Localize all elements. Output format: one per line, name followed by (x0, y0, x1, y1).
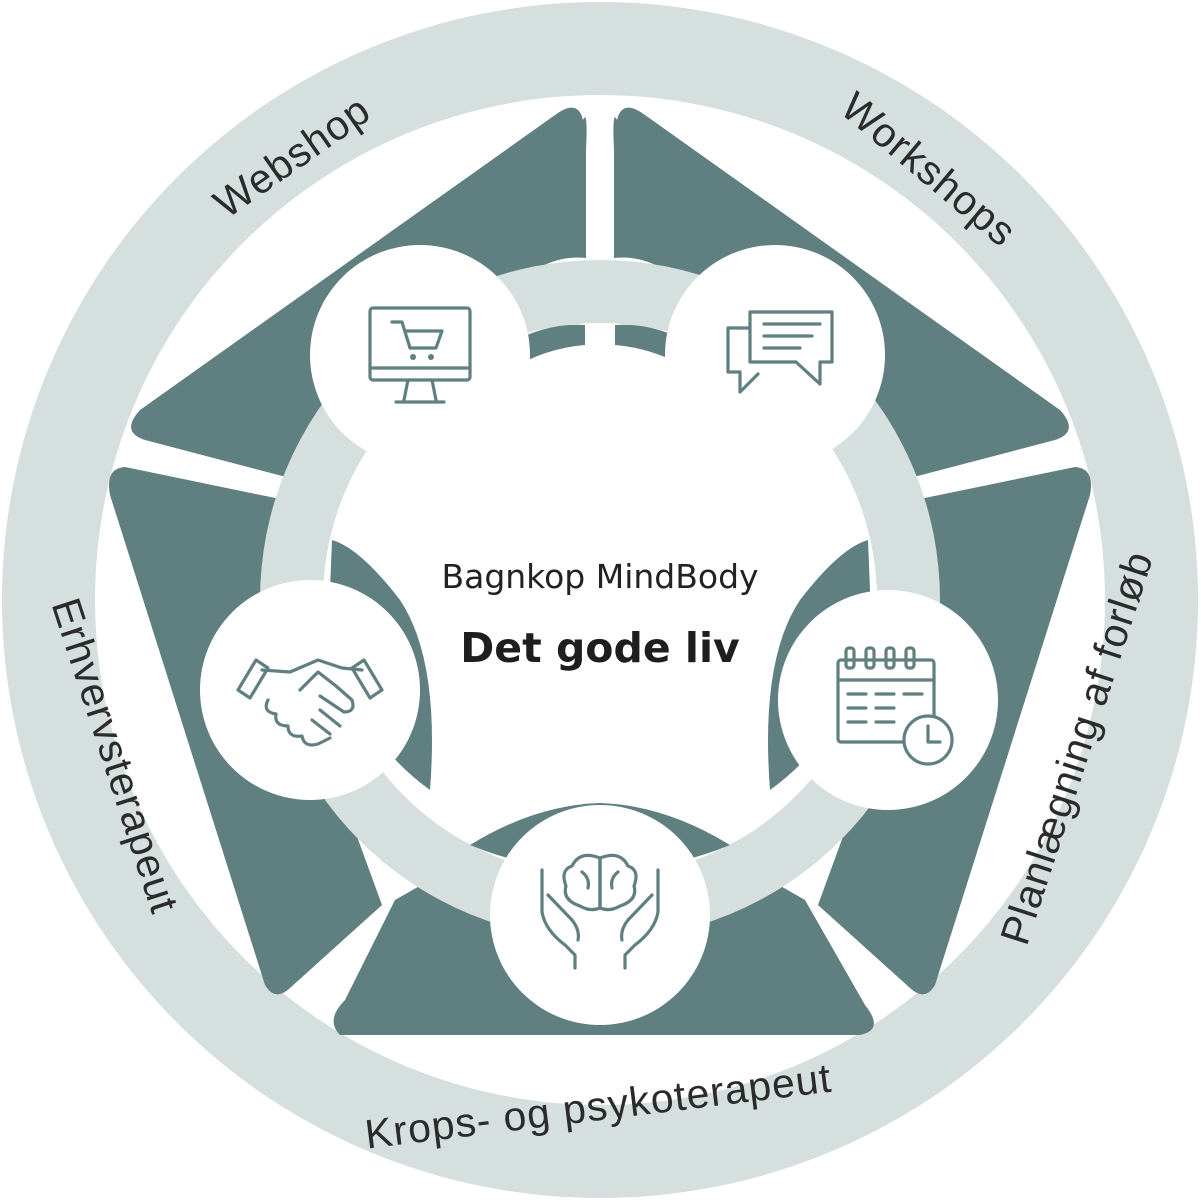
center-title: Bagnkop MindBody (441, 557, 758, 596)
icon-circle-webshop[interactable] (310, 245, 530, 465)
icon-circle-workshops[interactable] (665, 245, 885, 465)
icon-circle-erhverv[interactable] (200, 580, 420, 800)
handshake-icon (236, 658, 384, 747)
center-subtitle: Det gode liv (460, 624, 740, 672)
brain-hands-icon (540, 853, 660, 970)
icon-circle-krops[interactable] (490, 805, 710, 1025)
calendar-clock-icon (836, 646, 954, 766)
computer-shopping-cart-icon (368, 306, 472, 404)
icon-circle-planlaegning[interactable] (778, 590, 998, 810)
chat-bubbles-icon (726, 310, 834, 394)
